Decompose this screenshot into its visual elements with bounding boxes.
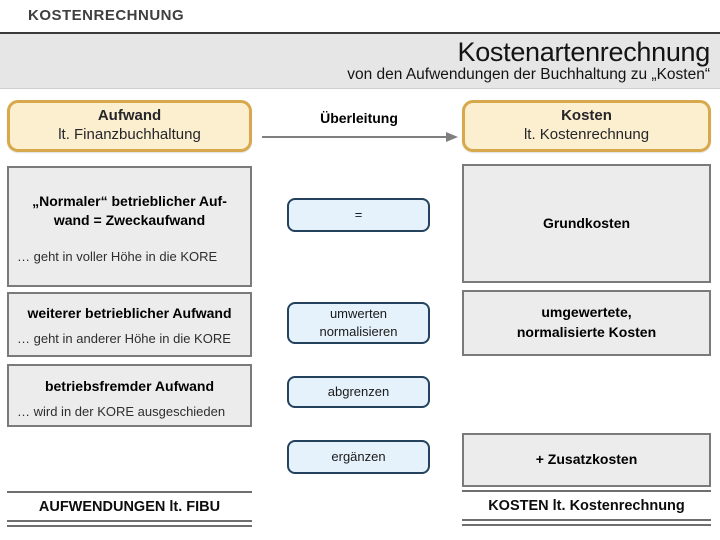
grundkosten-box: Grundkosten (462, 164, 711, 283)
aufwendungen-total: AUFWENDUNGEN lt. FIBU (7, 491, 252, 527)
weiterer-aufwand-heading: weiterer betrieblicher Aufwand (15, 304, 244, 323)
total-rule-bottom-right (462, 519, 711, 526)
betriebsfremder-aufwand-heading: betriebsfremder Aufwand (15, 377, 244, 396)
normalisierte-kosten-line2: normalisierte Kosten (516, 324, 657, 340)
total-rule-top-left (7, 491, 252, 493)
betriebsfremder-aufwand-heading-line1: betriebsfremder Aufwand (44, 378, 215, 394)
aufwand-header-box: Aufwand lt. Finanzbuchhaltung (7, 100, 252, 152)
zweckaufwand-heading-line1: „Normaler“ betrieblicher Auf- (32, 193, 227, 209)
step-abgrenzen-box: abgrenzen (287, 376, 430, 408)
transition-label: Überleitung (320, 110, 398, 126)
zweckaufwand-heading-line2: wand = Zweckaufwand (53, 211, 206, 228)
total-rule-top-right (462, 490, 711, 492)
kosten-total: KOSTEN lt. Kostenrechnung (462, 490, 711, 526)
slide-subtitle: von den Aufwendungen der Buchhaltung zu … (347, 65, 710, 83)
header-divider (0, 32, 720, 34)
betriebsfremder-aufwand-detail: … wird in der KORE ausgeschieden (17, 403, 226, 419)
zweckaufwand-box: „Normaler“ betrieblicher Auf- wand = Zwe… (7, 166, 252, 287)
total-rule-bottom-left (7, 520, 252, 527)
kosten-header-box: Kosten lt. Kostenrechnung (462, 100, 711, 152)
aufwand-header-line2: lt. Finanzbuchhaltung (58, 126, 201, 143)
step-ergaenzen-label: ergänzen (331, 448, 386, 464)
slide-title: Kostenartenrechnung (457, 36, 711, 67)
aufwendungen-total-label: AUFWENDUNGEN lt. FIBU (38, 499, 221, 515)
step-ergaenzen-box: ergänzen (287, 440, 430, 474)
aufwand-header-line1: Aufwand (97, 107, 162, 125)
page-title: KOSTENRECHNUNG (28, 7, 185, 24)
normalisierte-kosten-line1: umgewertete, (541, 304, 632, 321)
title-band: Kostenartenrechnung von den Aufwendungen… (0, 34, 720, 89)
normalisierte-kosten-box: umgewertete, normalisierte Kosten (462, 290, 711, 356)
grundkosten-label: Grundkosten (542, 214, 631, 231)
kosten-total-label: KOSTEN lt. Kostenrechnung (488, 498, 685, 514)
zweckaufwand-heading: „Normaler“ betrieblicher Auf- wand = Zwe… (15, 192, 244, 230)
weiterer-aufwand-heading-line1: weiterer betrieblicher Aufwand (27, 305, 232, 321)
zweckaufwand-detail: … geht in voller Höhe in die KORE (17, 248, 218, 264)
step-umwerten-label-line1: umwerten (329, 305, 388, 321)
step-umwerten-label-line2: normalisieren (319, 324, 398, 339)
right-arrow-icon (262, 132, 458, 142)
step-equals-label: = (354, 206, 363, 222)
zusatzkosten-box: + Zusatzkosten (462, 433, 711, 487)
kosten-header-line1: Kosten (561, 107, 612, 125)
betriebsfremder-aufwand-box: betriebsfremder Aufwand … wird in der KO… (7, 364, 252, 427)
step-umwerten-box: umwerten normalisieren (287, 302, 430, 344)
step-equals-box: = (287, 198, 430, 232)
weiterer-aufwand-detail: … geht in anderer Höhe in die KORE (17, 330, 231, 346)
step-abgrenzen-label: abgrenzen (327, 383, 390, 399)
zusatzkosten-label: + Zusatzkosten (535, 451, 638, 468)
weiterer-aufwand-box: weiterer betrieblicher Aufwand … geht in… (7, 292, 252, 357)
kosten-header-line2: lt. Kostenrechnung (523, 126, 650, 143)
